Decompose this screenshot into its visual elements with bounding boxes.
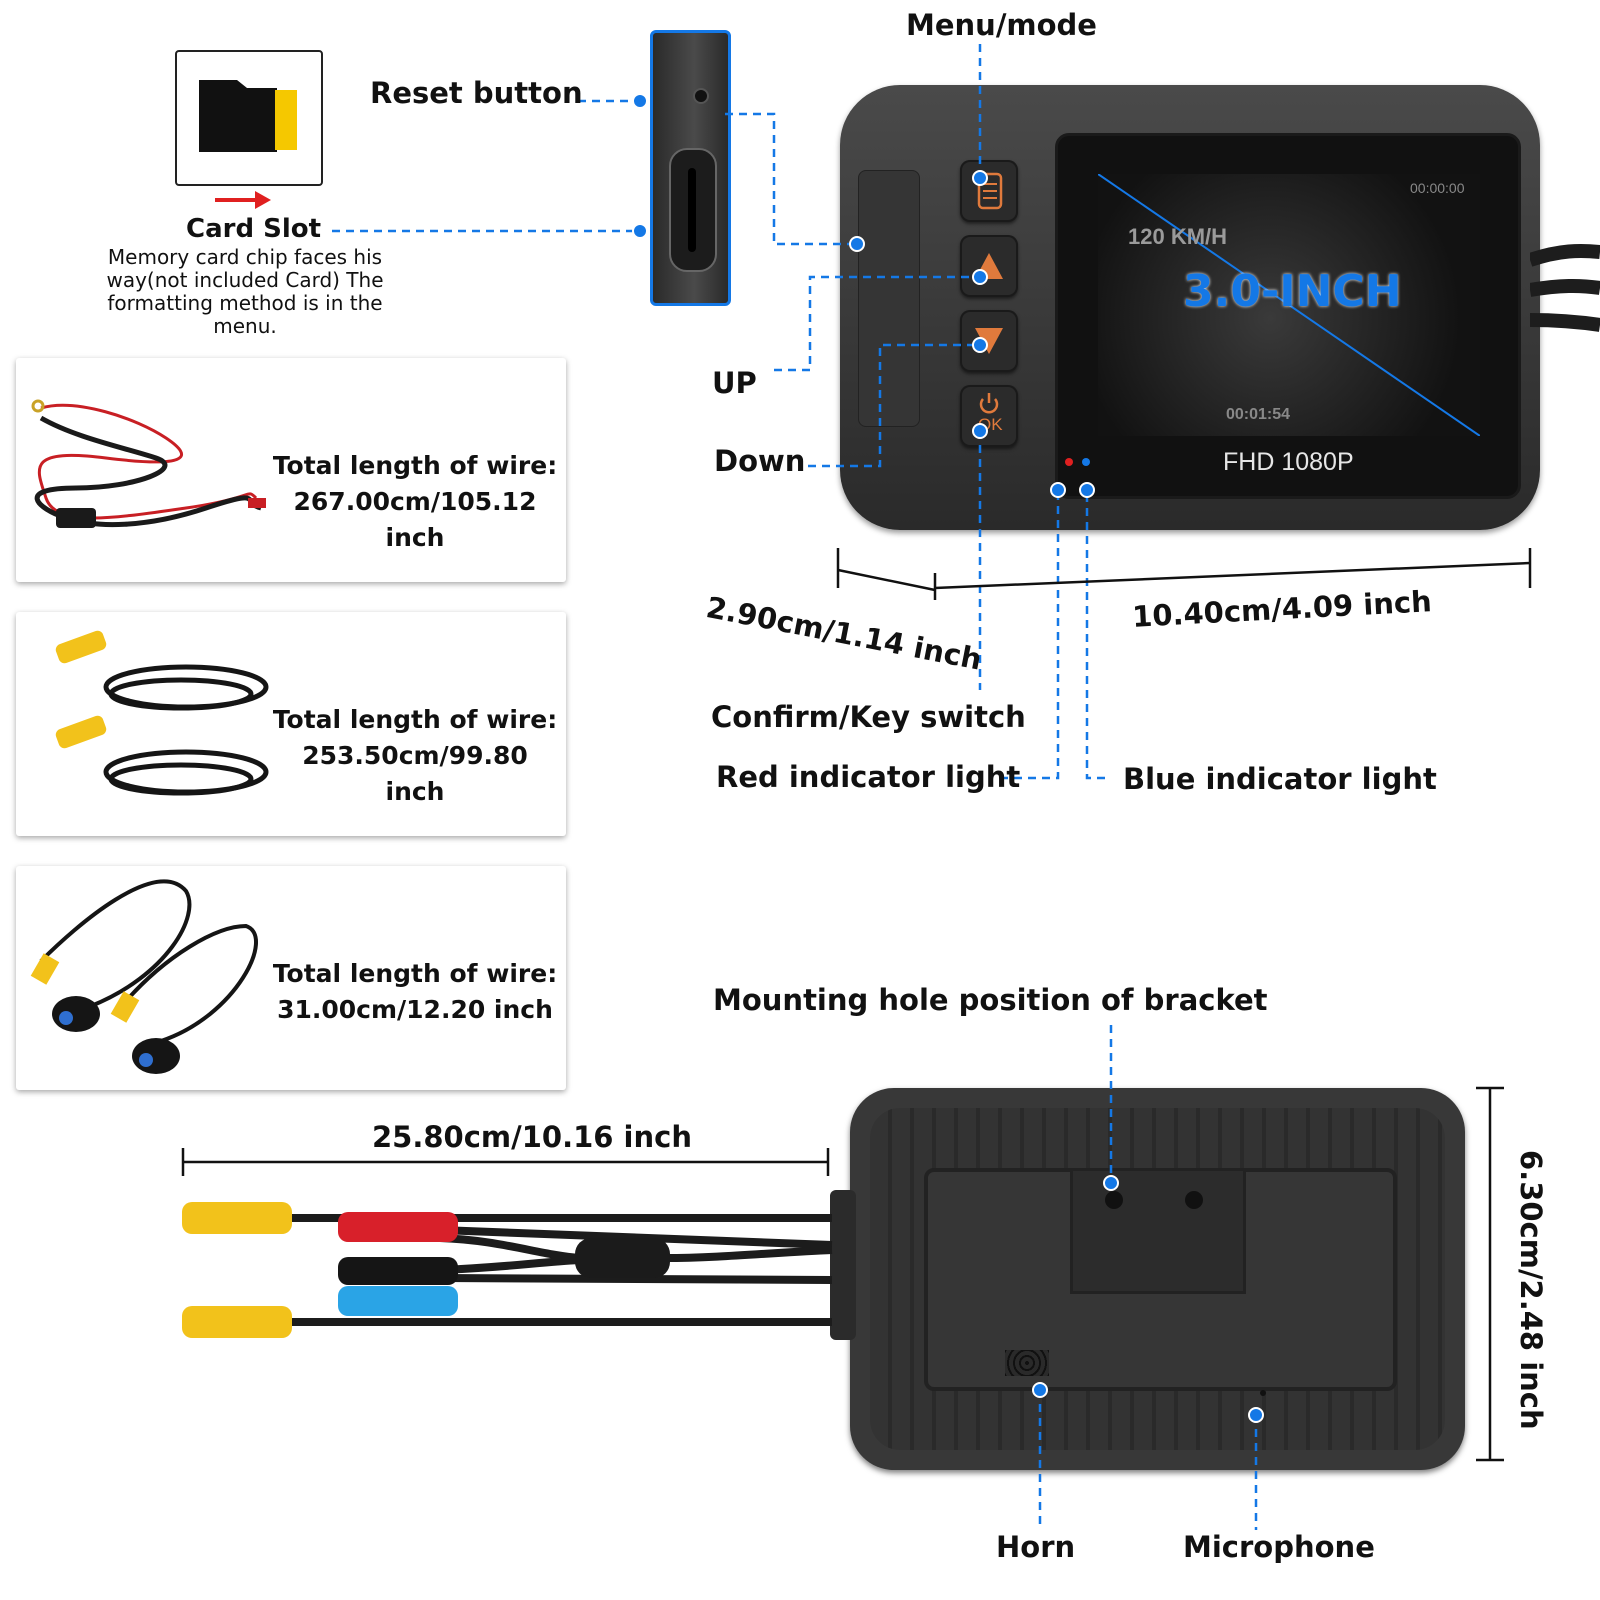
horn-dot — [1032, 1382, 1048, 1398]
screen: 120 KM/H 00:00:00 00:01:54 — [1098, 174, 1480, 436]
card-2-line1: Total length of wire: — [272, 705, 558, 734]
dashcam-front: 120 KM/H 00:00:00 00:01:54 3.0-INCH FHD … — [840, 85, 1540, 530]
card-3-text: Total length of wire: 31.00cm/12.20 inch — [270, 956, 560, 1028]
yellow-connector-top — [182, 1202, 292, 1234]
screen-bezel: 120 KM/H 00:00:00 00:01:54 3.0-INCH FHD … — [1055, 133, 1521, 499]
power-cable-icon — [31, 399, 266, 528]
menu-button[interactable] — [960, 160, 1018, 222]
card-slot — [669, 148, 717, 272]
card-note: Memory card chip faces his way(not inclu… — [106, 245, 384, 338]
down-arrow-icon — [975, 328, 1003, 354]
sd-card-box — [175, 50, 323, 186]
card-1-text: Total length of wire: 267.00cm/105.12 in… — [270, 448, 560, 556]
screen-diagonal — [1098, 174, 1480, 436]
card-2-line2: 253.50cm/99.80 inch — [302, 741, 528, 806]
blue-led-dot — [1079, 482, 1095, 498]
screen-size-label: 3.0-INCH — [1183, 266, 1402, 317]
menu-icon — [977, 172, 1003, 210]
ok-button[interactable]: OK — [960, 385, 1018, 447]
horn-grille — [1005, 1350, 1049, 1376]
front-cables — [1530, 243, 1600, 332]
menu-dot — [972, 170, 988, 186]
mounting-label: Mounting hole position of bracket — [713, 983, 1268, 1017]
microphone-label: Microphone — [1183, 1530, 1375, 1564]
mount-hole-left — [1105, 1191, 1123, 1209]
reset-button-label: Reset button — [370, 76, 583, 110]
card-2-text: Total length of wire: 253.50cm/99.80 inc… — [270, 702, 560, 810]
red-led-dot — [1050, 482, 1066, 498]
ok-dot — [972, 423, 988, 439]
slot-dot — [632, 223, 648, 239]
menu-mode-label: Menu/mode — [906, 8, 1097, 42]
mount-hole-right — [1185, 1191, 1203, 1209]
mount-block — [1070, 1168, 1246, 1294]
side-view-panel — [650, 30, 731, 306]
left-port-cover — [858, 170, 920, 427]
red-led — [1065, 458, 1073, 466]
card-3-line1: Total length of wire: — [272, 959, 558, 988]
down-dot — [972, 337, 988, 353]
confirm-label: Confirm/Key switch — [711, 700, 1026, 734]
resolution-label: FHD 1080P — [1223, 448, 1354, 476]
up-label: UP — [712, 366, 757, 400]
time-top: 00:00:00 — [1410, 180, 1465, 196]
card-slot-label: Card Slot — [186, 214, 322, 244]
up-dot — [972, 269, 988, 285]
down-button[interactable] — [960, 310, 1018, 372]
dashcam-back — [850, 1088, 1465, 1470]
blue-led — [1082, 458, 1090, 466]
power-icon — [979, 393, 999, 414]
card-power-cable: Total length of wire: 267.00cm/105.12 in… — [16, 358, 566, 582]
card-cameras: Total length of wire: 31.00cm/12.20 inch — [16, 866, 566, 1090]
horn-label: Horn — [996, 1530, 1076, 1564]
mount-dot — [1103, 1175, 1119, 1191]
card-1-line1: Total length of wire: — [272, 451, 558, 480]
card-camera-extension: Total length of wire: 253.50cm/99.80 inc… — [16, 612, 566, 836]
reset-hole — [693, 88, 709, 104]
callout-lines-top — [332, 44, 1532, 780]
reset-dot — [632, 93, 648, 109]
extension-cable-icon — [55, 630, 269, 796]
mic-dot — [1248, 1407, 1264, 1423]
height-dimension: 6.30cm/2.48 inch — [1514, 1150, 1548, 1430]
cable-length-label: 25.80cm/10.16 inch — [372, 1120, 692, 1154]
speed-readout: 120 KM/H — [1128, 224, 1228, 249]
blue-light-label: Blue indicator light — [1123, 762, 1437, 796]
red-light-label: Red indicator light — [716, 760, 1021, 794]
sd-card-icon — [199, 80, 297, 152]
down-label: Down — [714, 444, 806, 478]
mic-hole — [1260, 1390, 1266, 1396]
time-bottom: 00:01:54 — [1226, 406, 1291, 423]
card-1-line2: 267.00cm/105.12 inch — [293, 487, 537, 552]
side-cover-dot — [849, 236, 865, 252]
up-button[interactable] — [960, 235, 1018, 297]
camera-cable-icon — [30, 879, 258, 1074]
card-3-line2: 31.00cm/12.20 inch — [277, 995, 553, 1024]
red-arrow-icon — [215, 191, 271, 209]
back-side-stub — [830, 1190, 856, 1340]
